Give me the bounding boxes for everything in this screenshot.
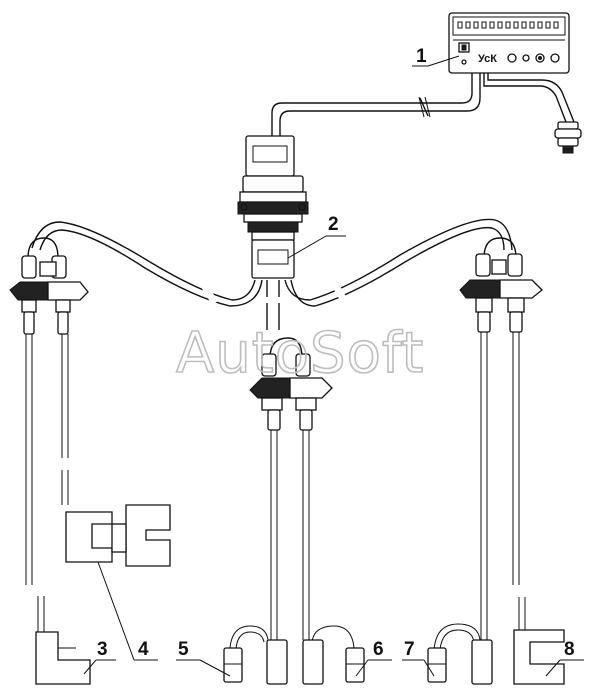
terminal-4 xyxy=(65,504,171,567)
terminal-6 xyxy=(302,625,365,685)
terminal-5 xyxy=(223,625,288,685)
callout-8: 8 xyxy=(564,639,575,660)
callout-2: 2 xyxy=(328,214,339,235)
callout-7: 7 xyxy=(404,639,415,660)
center-connector xyxy=(249,337,333,431)
left-connector xyxy=(9,237,89,335)
callout-3: 3 xyxy=(97,639,108,660)
terminal-plug xyxy=(554,121,582,154)
terminal-8 xyxy=(513,629,565,685)
callout-6: 6 xyxy=(373,639,384,660)
control-unit-logo: УсК xyxy=(478,53,497,65)
callout-5: 5 xyxy=(178,639,189,660)
control-unit: УсК xyxy=(448,12,570,74)
right-connector xyxy=(459,237,543,333)
callout-1: 1 xyxy=(416,46,427,67)
harness-cables xyxy=(31,218,513,330)
junction-block xyxy=(237,135,309,279)
callout-4: 4 xyxy=(138,639,149,660)
watermark: AutoSoft xyxy=(176,321,425,386)
terminal-7 xyxy=(427,623,493,685)
left-cables xyxy=(25,334,69,632)
main-cable xyxy=(271,73,575,138)
center-cables xyxy=(270,430,310,640)
terminal-3 xyxy=(35,631,91,685)
right-cables xyxy=(480,332,526,640)
callout-leaders xyxy=(83,55,584,677)
